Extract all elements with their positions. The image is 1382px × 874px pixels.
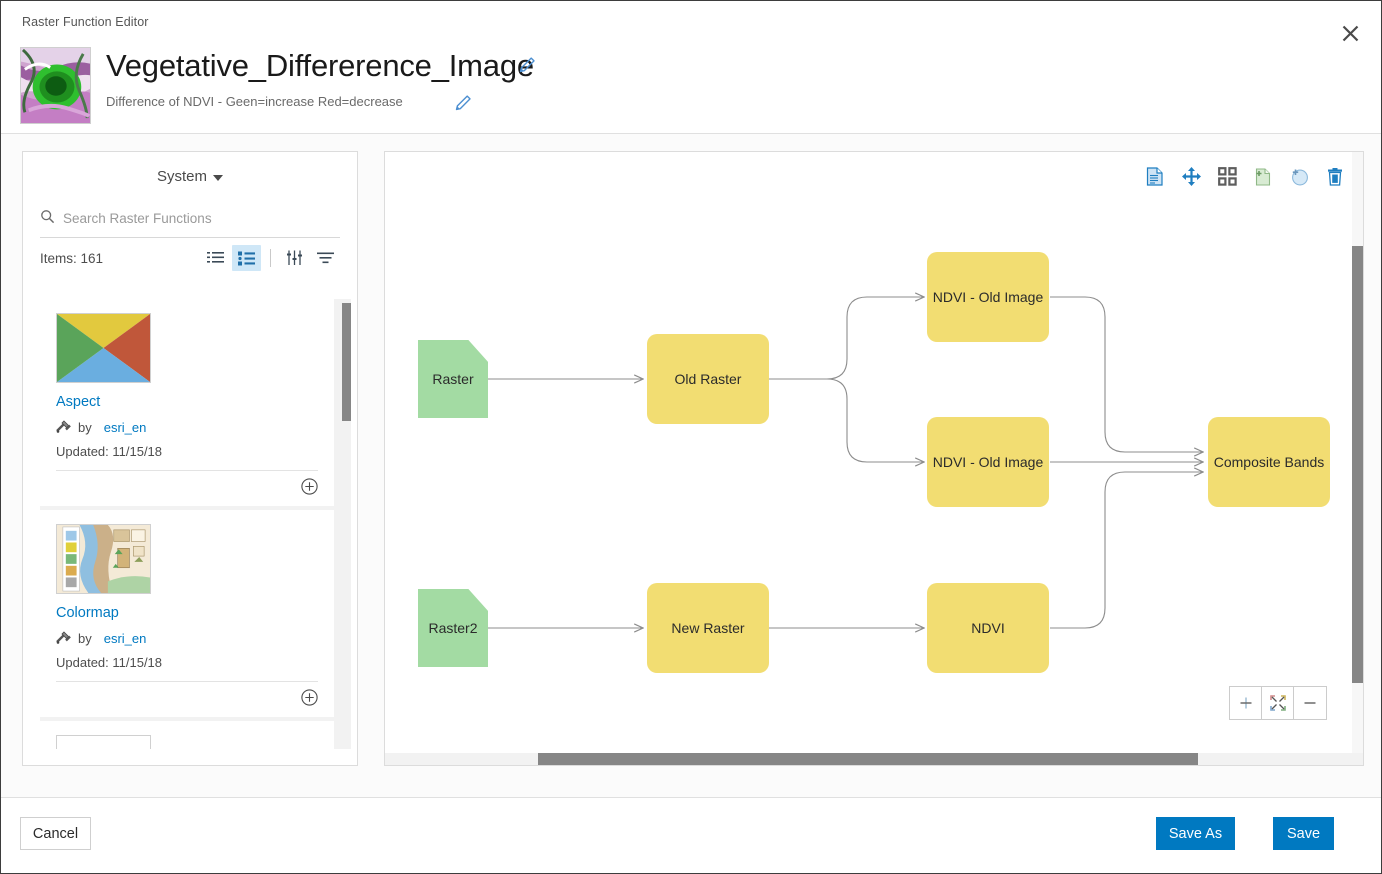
function-list-scrollbar-thumb[interactable]: [342, 303, 351, 421]
properties-icon[interactable]: [1145, 166, 1165, 186]
function-name[interactable]: Colormap: [56, 605, 119, 621]
chevron-down-icon: [213, 174, 223, 181]
canvas-vertical-scrollbar-thumb[interactable]: [1352, 246, 1363, 683]
tool-icon: [56, 630, 72, 647]
search-box: [40, 200, 340, 238]
add-function-icon[interactable]: [1253, 166, 1273, 186]
function-updated: Updated: 11/15/18: [56, 655, 163, 670]
connector-layer: [488, 152, 1364, 766]
view-toggle-group: [201, 245, 340, 271]
function-thumbnail: [20, 47, 91, 124]
list-item-footer: [56, 470, 318, 506]
function-updated: Updated: 11/15/18: [56, 444, 163, 459]
delete-icon[interactable]: [1325, 166, 1345, 186]
canvas-horizontal-scrollbar-thumb[interactable]: [538, 753, 1198, 765]
zoom-out-icon[interactable]: [1294, 687, 1326, 719]
title-edit-pencil-icon[interactable]: [517, 55, 537, 75]
function-list-scrollbar[interactable]: [342, 299, 351, 749]
diagram-node-old-raster[interactable]: Old Raster: [647, 334, 769, 424]
title-block: Vegetative_Differerence_Image Difference…: [106, 47, 537, 111]
add-raster-icon[interactable]: [1289, 166, 1309, 186]
close-icon[interactable]: [1335, 18, 1365, 48]
function-name[interactable]: Aspect: [56, 394, 101, 410]
diagram-node-ndvi-old-image-1[interactable]: NDVI - Old Image: [927, 252, 1049, 342]
page-title: Vegetative_Differerence_Image: [106, 48, 534, 83]
zoom-in-icon[interactable]: [1230, 687, 1262, 719]
subtitle-edit-pencil-icon[interactable]: [453, 93, 473, 113]
list-item-footer: [56, 681, 318, 717]
hillshade-sun-thumbnail: [56, 735, 151, 749]
items-toolbar: Items: 161: [40, 238, 340, 278]
canvas-horizontal-scrollbar[interactable]: [385, 753, 1363, 765]
zoom-controls: [1229, 686, 1327, 720]
toolbar-divider: [270, 249, 271, 267]
app-label: Raster Function Editor: [22, 15, 149, 29]
diagram-node-raster[interactable]: Raster: [418, 340, 488, 418]
function-author-line: by esri_en: [56, 630, 318, 647]
layout-grid-icon[interactable]: [1217, 166, 1237, 186]
page-subtitle: Difference of NDVI - Geen=increase Red=d…: [106, 94, 403, 109]
by-label: by: [78, 420, 92, 435]
diagram-node-ndvi-old-image-2[interactable]: NDVI - Old Image: [927, 417, 1049, 507]
plus-circle-icon[interactable]: [301, 688, 318, 711]
search-input[interactable]: [63, 211, 340, 226]
source-selector-dropdown[interactable]: System: [23, 152, 357, 200]
diagram-node-raster2[interactable]: Raster2: [418, 589, 488, 667]
list-item[interactable]: [40, 721, 334, 749]
save-button[interactable]: Save: [1273, 817, 1334, 850]
diagram-node-new-raster[interactable]: New Raster: [647, 583, 769, 673]
function-author-line: by esri_en: [56, 419, 318, 436]
filter-sliders-icon[interactable]: [280, 245, 309, 271]
move-icon[interactable]: [1181, 166, 1201, 186]
fit-extent-icon[interactable]: [1262, 687, 1294, 719]
dialog-header: Raster Function Editor: [1, 1, 1381, 134]
function-chain-diagram: Raster Old Raster NDVI - Old Image NDVI …: [385, 152, 1364, 766]
search-icon: [40, 209, 55, 229]
colormap-legend-thumbnail: [56, 524, 151, 594]
function-chain-canvas[interactable]: Raster Old Raster NDVI - Old Image NDVI …: [384, 151, 1364, 766]
function-author[interactable]: esri_en: [103, 420, 147, 435]
list-item[interactable]: Colormap by esri_en: [40, 510, 334, 717]
by-label: by: [78, 631, 92, 646]
detail-list-view-icon[interactable]: [232, 245, 261, 271]
plus-circle-icon[interactable]: [301, 477, 318, 500]
list-item[interactable]: Aspect by esri_en Up: [40, 299, 334, 506]
canvas-toolbar: [1145, 166, 1345, 186]
diagram-node-ndvi[interactable]: NDVI: [927, 583, 1049, 673]
function-author[interactable]: esri_en: [103, 631, 147, 646]
cancel-button[interactable]: Cancel: [20, 817, 91, 850]
tool-icon: [56, 419, 72, 436]
list-view-icon[interactable]: [201, 245, 230, 271]
source-selector-label: System: [156, 167, 207, 185]
aspect-pinwheel-thumbnail: [56, 313, 151, 383]
function-library-panel: System Items: 161: [22, 151, 358, 766]
diagram-node-composite-bands[interactable]: Composite Bands: [1208, 417, 1330, 507]
function-list[interactable]: Aspect by esri_en Up: [40, 299, 342, 749]
items-count: Items: 161: [40, 250, 104, 266]
dialog-body: System Items: 161: [1, 134, 1381, 797]
canvas-vertical-scrollbar[interactable]: [1352, 152, 1363, 755]
dialog-footer: Cancel Save As Save: [1, 797, 1381, 873]
save-as-button[interactable]: Save As: [1156, 817, 1235, 850]
sort-icon[interactable]: [311, 245, 340, 271]
